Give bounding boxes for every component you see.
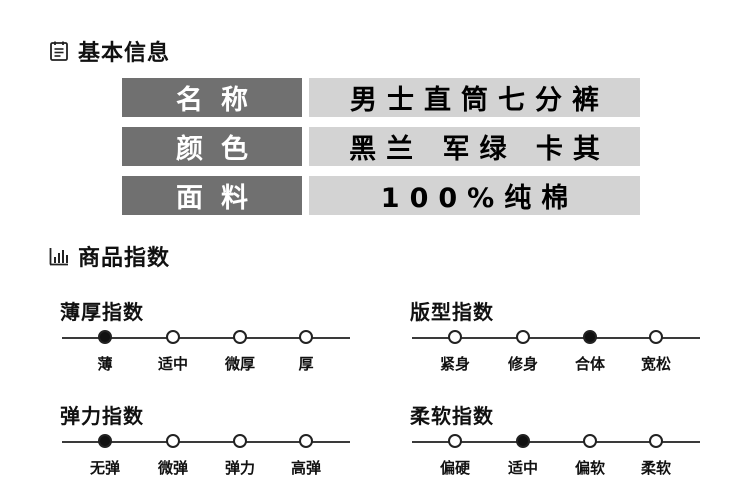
info-label: 颜色: [122, 127, 302, 166]
option-dot: [299, 330, 313, 344]
option-dot: [448, 330, 462, 344]
option-dot: [98, 434, 112, 448]
scale-option: 弹力: [210, 430, 270, 478]
scale-track: [412, 337, 700, 339]
index-title: 弹力指数: [60, 404, 144, 428]
scale-option: 厚: [276, 326, 336, 374]
scale-option: 合体: [560, 326, 620, 374]
option-label: 宽松: [640, 355, 671, 373]
scale-track: [412, 441, 700, 443]
option-label: 适中: [157, 355, 188, 373]
index-thickness: 薄厚指数 薄 适中 微厚 厚: [60, 296, 350, 373]
option-dot: [233, 434, 247, 448]
option-dot: [516, 330, 530, 344]
option-label: 合体: [574, 355, 605, 373]
bar-chart-icon: [49, 248, 68, 266]
option-label: 无弹: [89, 459, 120, 477]
scale-option: 偏软: [560, 430, 620, 478]
option-dot: [233, 330, 247, 344]
option-label: 微厚: [224, 355, 255, 373]
scale-option: 偏硬: [425, 430, 485, 478]
scale-option: 修身: [493, 326, 553, 374]
scale-option: 柔软: [626, 430, 686, 478]
option-dot: [299, 434, 313, 448]
info-value: 黑兰 军绿 卡其: [309, 127, 640, 166]
option-label: 偏硬: [439, 459, 470, 477]
option-label: 紧身: [439, 355, 470, 373]
option-dot: [166, 330, 180, 344]
info-value: 100%纯棉: [309, 176, 640, 215]
scale-track: [62, 337, 350, 339]
scale-option: 微厚: [210, 326, 270, 374]
index-scale: 无弹 微弹 弹力 高弹: [60, 430, 350, 490]
basic-info-table: 名称 男士直筒七分裤 颜色 黑兰 军绿 卡其 面料 100%纯棉: [122, 78, 640, 225]
scale-option: 薄: [75, 326, 135, 374]
scale-option: 适中: [493, 430, 553, 478]
product-index-heading: 商品指数: [48, 240, 170, 272]
scale-option: 适中: [143, 326, 203, 374]
scale-option: 高弹: [276, 430, 336, 478]
product-index-title: 商品指数: [78, 246, 171, 271]
option-label: 薄: [97, 355, 113, 373]
scale-option: 无弹: [75, 430, 135, 478]
option-label: 偏软: [574, 459, 605, 477]
index-scale: 紧身 修身 合体 宽松: [410, 326, 700, 386]
option-dot: [649, 434, 663, 448]
info-label: 面料: [122, 176, 302, 215]
option-dot: [583, 330, 597, 344]
option-label: 微弹: [157, 459, 188, 477]
scale-option: 微弹: [143, 430, 203, 478]
option-label: 柔软: [640, 459, 671, 477]
option-dot: [583, 434, 597, 448]
index-softness: 柔软指数 偏硬 适中 偏软 柔软: [410, 400, 700, 477]
index-title: 版型指数: [410, 300, 494, 324]
index-fit: 版型指数 紧身 修身 合体 宽松: [410, 296, 700, 373]
option-label: 修身: [507, 355, 538, 373]
scale-option: 宽松: [626, 326, 686, 374]
notepad-icon: [50, 41, 68, 61]
info-row-name: 名称 男士直筒七分裤: [122, 78, 640, 117]
scale-track: [62, 441, 350, 443]
info-row-color: 颜色 黑兰 军绿 卡其: [122, 127, 640, 166]
index-elasticity: 弹力指数 无弹 微弹 弹力 高弹: [60, 400, 350, 477]
option-label: 厚: [298, 355, 314, 373]
index-title: 薄厚指数: [60, 300, 144, 324]
index-title: 柔软指数: [410, 404, 494, 428]
option-label: 适中: [507, 459, 538, 477]
option-dot: [448, 434, 462, 448]
option-dot: [166, 434, 180, 448]
option-dot: [649, 330, 663, 344]
option-label: 高弹: [290, 459, 321, 477]
basic-info-title: 基本信息: [78, 41, 171, 66]
index-scale: 薄 适中 微厚 厚: [60, 326, 350, 386]
scale-option: 紧身: [425, 326, 485, 374]
option-label: 弹力: [224, 459, 255, 477]
index-scale: 偏硬 适中 偏软 柔软: [410, 430, 700, 490]
info-row-fabric: 面料 100%纯棉: [122, 176, 640, 215]
info-value: 男士直筒七分裤: [309, 78, 640, 117]
option-dot: [516, 434, 530, 448]
basic-info-heading: 基本信息: [48, 35, 170, 67]
option-dot: [98, 330, 112, 344]
info-label: 名称: [122, 78, 302, 117]
